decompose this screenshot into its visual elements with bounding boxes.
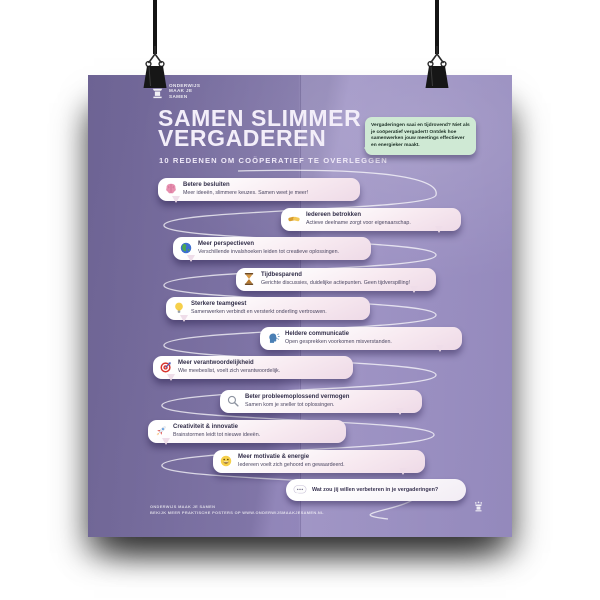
brand-line-1: ONDERWIJS (169, 83, 201, 88)
hanging-cord-icon (153, 0, 157, 54)
target-icon (160, 362, 171, 373)
hourglass-icon (244, 273, 254, 286)
footer-line-1: ONDERWIJS MAAK JE SAMEN (150, 504, 216, 509)
reason-bubble-4: Tijdbesparend Gerichte discussies, duide… (236, 268, 436, 294)
speaking-head-icon (269, 333, 280, 344)
reason-title: Beter probleemoplossend vermogen (245, 394, 350, 400)
reason-title: Tijdbesparend (261, 272, 302, 278)
reason-bubble-9: Creativiteit & innovatie Brainstormen le… (148, 420, 346, 446)
reason-bubble-1: Betere besluiten Meer ideeën, slimmere k… (158, 178, 360, 204)
handshake-icon (288, 217, 300, 222)
binder-clip-right (422, 0, 452, 92)
reason-desc: Actieve deelname zorgt voor eigenaarscha… (306, 220, 411, 226)
reason-desc: Verschillende invalshoeken leiden tot cr… (198, 249, 340, 255)
reason-title: Sterkere teamgeest (191, 301, 247, 307)
brand-line-3: SAMEN (169, 93, 188, 99)
reason-desc: Samenwerken verbindt en versterkt onderl… (191, 309, 327, 315)
binder-clip-icon (425, 46, 449, 88)
reason-bubble-3: Meer perspectieven Verschillende invalsh… (173, 237, 371, 263)
reason-desc: Meer ideeën, slimmere keuzes. Samen weet… (183, 190, 309, 196)
reason-title: Meer verantwoordelijkheid (178, 360, 254, 366)
reason-desc: Samen kom je sneller tot oplossingen. (245, 402, 335, 408)
globe-icon (180, 242, 192, 254)
title-line-2: VERGADEREN (158, 124, 327, 151)
infographic-poster: ONDERWIJS MAAK JE SAMEN SAMEN SLIMMER VE… (88, 75, 512, 537)
reason-desc: Open gesprekken voorkomen misverstanden. (285, 339, 392, 345)
footer-logo-icon (474, 501, 483, 512)
reason-desc: Wie meebeslist, voelt zich verantwoordel… (178, 368, 281, 374)
intro-callout: Vergaderingen saai en tijdrovend? Niet a… (364, 117, 476, 156)
connector-path (161, 169, 437, 520)
footer-line-2: BEKIJK MEER PRAKTISCHE POSTERS OP WWW.ON… (150, 510, 324, 515)
closing-question-bubble: Wat zou jij willen verbeteren in je verg… (286, 479, 466, 501)
lightbulb-icon (175, 302, 183, 314)
brand-logo-text: ONDERWIJS MAAK JE SAMEN (169, 83, 200, 99)
rocket-icon (156, 426, 166, 436)
reason-title: Meer perspectieven (198, 241, 255, 247)
reason-bubble-5: Sterkere teamgeest Samenwerken verbindt … (166, 297, 370, 323)
closing-question-text: Wat zou jij willen verbeteren in je verg… (312, 486, 439, 493)
brain-icon (166, 183, 176, 194)
binder-clip-left (140, 0, 170, 92)
reason-desc: Brainstormen leidt tot nieuwe ideeën. (173, 432, 261, 438)
reason-title: Creativiteit & innovatie (173, 424, 239, 430)
reason-bubble-7: Meer verantwoordelijkheid Wie meebeslist… (153, 356, 353, 382)
poster-title: SAMEN SLIMMER VERGADEREN (158, 105, 362, 151)
reason-desc: Iedereen voelt zich gehoord en gewaardee… (238, 462, 345, 468)
poster-subtitle: 10 REDENEN OM COÖPERATIEF TE OVERLEGGEN (159, 156, 388, 165)
magnifier-icon (227, 396, 239, 407)
title-line-1: SAMEN SLIMMER (158, 105, 362, 131)
binder-clip-icon (143, 46, 167, 88)
brand-line-2: MAAK JE (169, 88, 193, 94)
reason-desc: Gerichte discussies, duidelijke actiepun… (261, 280, 410, 286)
reason-title: Heldere communicatie (285, 331, 350, 337)
smiley-icon (220, 455, 232, 467)
reason-bubble-8: Beter probleemoplossend vermogen Samen k… (220, 390, 422, 416)
reason-title: Iedereen betrokken (306, 212, 362, 218)
reason-bubble-6: Heldere communicatie Open gesprekken voo… (260, 327, 462, 353)
reason-title: Meer motivatie & energie (238, 454, 310, 460)
reason-bubble-2: Iedereen betrokken Actieve deelname zorg… (281, 208, 461, 234)
reason-title: Betere besluiten (183, 182, 230, 188)
speech-ellipsis-icon (293, 485, 307, 496)
reason-bubble-10: Meer motivatie & energie Iedereen voelt … (213, 450, 425, 476)
hanging-cord-icon (435, 0, 439, 54)
poster-footer: ONDERWIJS MAAK JE SAMEN BEKIJK MEER PRAK… (150, 504, 324, 516)
